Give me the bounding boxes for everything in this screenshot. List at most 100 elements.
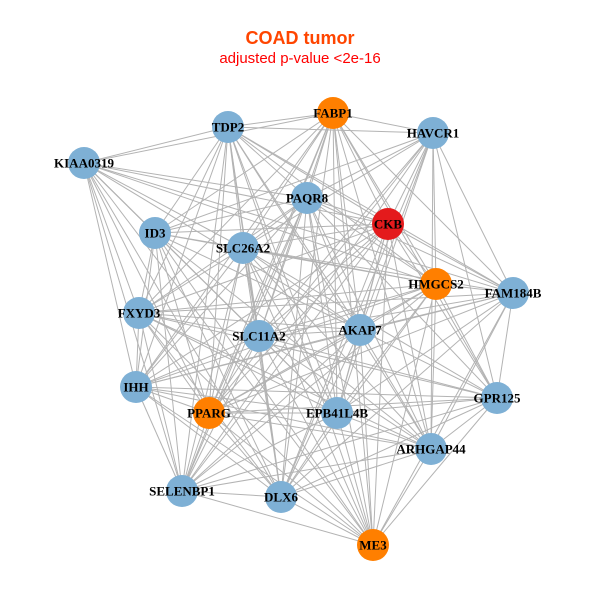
edge-KIAA0319-DLX6 [83, 162, 282, 498]
edge-HAVCR1-GPR125 [432, 132, 498, 399]
edge-SLC11A2-IHH [135, 335, 260, 388]
edge-CKB-SLC11A2 [258, 223, 389, 337]
edge-FABP1-TDP2 [227, 112, 334, 128]
edge-EPB41L4B-GPR125 [336, 397, 498, 414]
edge-SLC11A2-ARHGAP44 [258, 335, 432, 450]
node-label: ARHGAP44 [396, 442, 466, 457]
edge-AKAP7-IHH [135, 329, 361, 388]
edge-TDP2-CKB [227, 126, 389, 225]
edge-IHH-ARHGAP44 [135, 386, 432, 450]
edge-ID3-SELENBP1 [154, 232, 183, 492]
node-circle[interactable] [420, 268, 452, 300]
edge-FXYD3-SELENBP1 [138, 312, 183, 492]
node-label: TDP2 [212, 120, 245, 135]
edge-KIAA0319-FXYD3 [83, 162, 140, 314]
node-label: FAM184B [485, 286, 542, 301]
node-circle[interactable] [120, 371, 152, 403]
node-circle[interactable] [497, 277, 529, 309]
edge-SLC11A2-EPB41L4B [258, 335, 338, 414]
node-label: SELENBP1 [149, 484, 215, 499]
node-circle[interactable] [291, 182, 323, 214]
edge-PAQR8-EPB41L4B [306, 197, 338, 414]
node-EPB41L4B[interactable]: EPB41L4B [306, 397, 368, 429]
node-circle[interactable] [123, 297, 155, 329]
edge-HAVCR1-ID3 [154, 132, 434, 234]
node-label: PPARG [187, 406, 231, 421]
edge-HMGCS2-ME3 [372, 283, 437, 546]
edge-KIAA0319-SLC26A2 [83, 162, 244, 249]
edge-FXYD3-AKAP7 [138, 312, 361, 331]
node-ID3[interactable]: ID3 [139, 217, 171, 249]
node-circle[interactable] [321, 397, 353, 429]
node-circle[interactable] [166, 475, 198, 507]
edge-FAM184B-ARHGAP44 [430, 292, 514, 450]
node-HAVCR1[interactable]: HAVCR1 [407, 117, 460, 149]
edge-CKB-ID3 [154, 223, 389, 234]
node-label: ME3 [359, 538, 387, 553]
edge-CKB-SLC26A2 [242, 223, 389, 249]
edge-HMGCS2-DLX6 [280, 283, 437, 498]
edge-TDP2-KIAA0319 [83, 126, 229, 164]
node-circle[interactable] [417, 117, 449, 149]
edge-SLC26A2-FXYD3 [138, 247, 244, 314]
node-circle[interactable] [227, 232, 259, 264]
node-circle[interactable] [243, 320, 275, 352]
node-SELENBP1[interactable]: SELENBP1 [149, 475, 215, 507]
node-label: DLX6 [264, 490, 298, 505]
node-SLC11A2[interactable]: SLC11A2 [232, 320, 286, 352]
edge-FXYD3-ME3 [138, 312, 374, 546]
node-label: PAQR8 [286, 191, 329, 206]
edge-CKB-ARHGAP44 [387, 223, 432, 450]
edge-FABP1-FAM184B [332, 112, 514, 294]
node-circle[interactable] [139, 217, 171, 249]
edge-AKAP7-ARHGAP44 [359, 329, 432, 450]
edge-FAM184B-EPB41L4B [336, 292, 514, 414]
node-IHH[interactable]: IHH [120, 371, 152, 403]
node-label: EPB41L4B [306, 406, 368, 421]
node-circle[interactable] [212, 111, 244, 143]
edge-SLC26A2-FAM184B [242, 247, 514, 294]
edge-PAQR8-ID3 [154, 197, 308, 234]
edge-FXYD3-PPARG [138, 312, 210, 414]
node-PAQR8[interactable]: PAQR8 [286, 182, 329, 214]
node-circle[interactable] [265, 481, 297, 513]
node-SLC26A2[interactable]: SLC26A2 [216, 232, 270, 264]
edges-layer [83, 112, 514, 546]
node-ME3[interactable]: ME3 [357, 529, 389, 561]
edge-HAVCR1-PAQR8 [306, 132, 434, 199]
edge-ARHGAP44-DLX6 [280, 448, 432, 498]
node-FXYD3[interactable]: FXYD3 [118, 297, 161, 329]
edge-KIAA0319-ME3 [83, 162, 374, 546]
node-label: GPR125 [474, 391, 521, 406]
edge-GPR125-DLX6 [280, 397, 498, 498]
node-circle[interactable] [481, 382, 513, 414]
node-PPARG[interactable]: PPARG [187, 397, 231, 429]
edge-SLC26A2-ME3 [242, 247, 374, 546]
node-circle[interactable] [317, 97, 349, 129]
node-TDP2[interactable]: TDP2 [212, 111, 245, 143]
edge-FABP1-HAVCR1 [332, 112, 434, 134]
node-ARHGAP44[interactable]: ARHGAP44 [396, 433, 466, 465]
node-AKAP7[interactable]: AKAP7 [338, 314, 382, 346]
node-circle[interactable] [357, 529, 389, 561]
node-FABP1[interactable]: FABP1 [313, 97, 353, 129]
node-GPR125[interactable]: GPR125 [474, 382, 521, 414]
node-KIAA0319[interactable]: KIAA0319 [54, 147, 114, 179]
node-label: HAVCR1 [407, 126, 460, 141]
node-circle[interactable] [344, 314, 376, 346]
edge-KIAA0319-PAQR8 [83, 162, 308, 199]
edge-PAQR8-IHH [135, 197, 308, 388]
node-circle[interactable] [372, 208, 404, 240]
edge-IHH-GPR125 [135, 386, 498, 399]
node-CKB[interactable]: CKB [372, 208, 404, 240]
node-FAM184B[interactable]: FAM184B [485, 277, 542, 309]
node-HMGCS2[interactable]: HMGCS2 [408, 268, 464, 300]
edge-PPARG-ARHGAP44 [208, 412, 432, 450]
node-DLX6[interactable]: DLX6 [264, 481, 298, 513]
node-circle[interactable] [415, 433, 447, 465]
node-circle[interactable] [68, 147, 100, 179]
node-label: KIAA0319 [54, 156, 114, 171]
edge-ID3-ARHGAP44 [154, 232, 432, 450]
node-circle[interactable] [193, 397, 225, 429]
